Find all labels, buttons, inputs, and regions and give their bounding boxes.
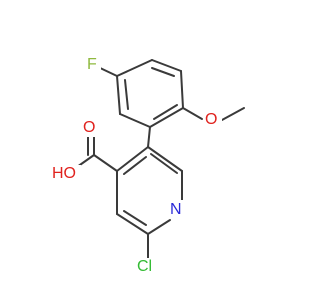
bond-p4-p5-inner xyxy=(123,210,147,226)
bond-aryl-link xyxy=(147,126,151,148)
bond-p4-p5 xyxy=(116,213,149,235)
methoxy-oxygen-atom: O xyxy=(204,111,222,129)
bond-c2-c3-inner xyxy=(124,79,129,110)
bond-c3-c4 xyxy=(119,113,151,128)
fluorine-label: F xyxy=(87,56,97,73)
bond-c4-c5-inner xyxy=(153,104,178,120)
atom-label-layer: F O O HO N Cl xyxy=(51,55,222,276)
bond-c2-f xyxy=(97,66,118,77)
bond-p6-p1 xyxy=(116,146,149,172)
pyridine-nitrogen-atom: N xyxy=(168,200,186,218)
bond-c1-c2 xyxy=(116,59,153,77)
bond-p1-p2 xyxy=(147,146,183,172)
chlorine-label: Cl xyxy=(137,258,152,275)
bond-c5-c6 xyxy=(180,70,184,109)
bond-p1-p2-inner xyxy=(150,153,178,174)
hydroxyl-label: HO xyxy=(52,165,76,182)
bond-p6-carboxyl xyxy=(93,154,118,172)
hydroxyl-group: HO xyxy=(51,165,81,183)
bond-layer xyxy=(76,59,245,259)
chlorine-atom: Cl xyxy=(136,258,162,276)
structure-canvas: F O O HO N Cl xyxy=(51,55,245,276)
molecule-structure: F O O HO N Cl xyxy=(51,55,245,276)
bond-o-ch3 xyxy=(221,107,245,121)
bond-c6-c1-inner xyxy=(151,67,175,77)
bond-c5-o xyxy=(182,107,203,120)
bond-n-p4 xyxy=(147,219,171,235)
carbonyl-oxygen-label: O xyxy=(83,119,95,136)
carbonyl-oxygen-atom: O xyxy=(82,119,100,137)
nitrogen-label: N xyxy=(170,201,182,218)
bond-c2-c3 xyxy=(116,75,121,115)
bond-c6-c1 xyxy=(151,59,182,72)
fluorine-atom: F xyxy=(86,55,101,73)
bond-p6-p1-inner xyxy=(123,156,147,175)
methoxy-oxygen-label: O xyxy=(205,111,217,128)
bond-c4-c5 xyxy=(149,107,184,128)
